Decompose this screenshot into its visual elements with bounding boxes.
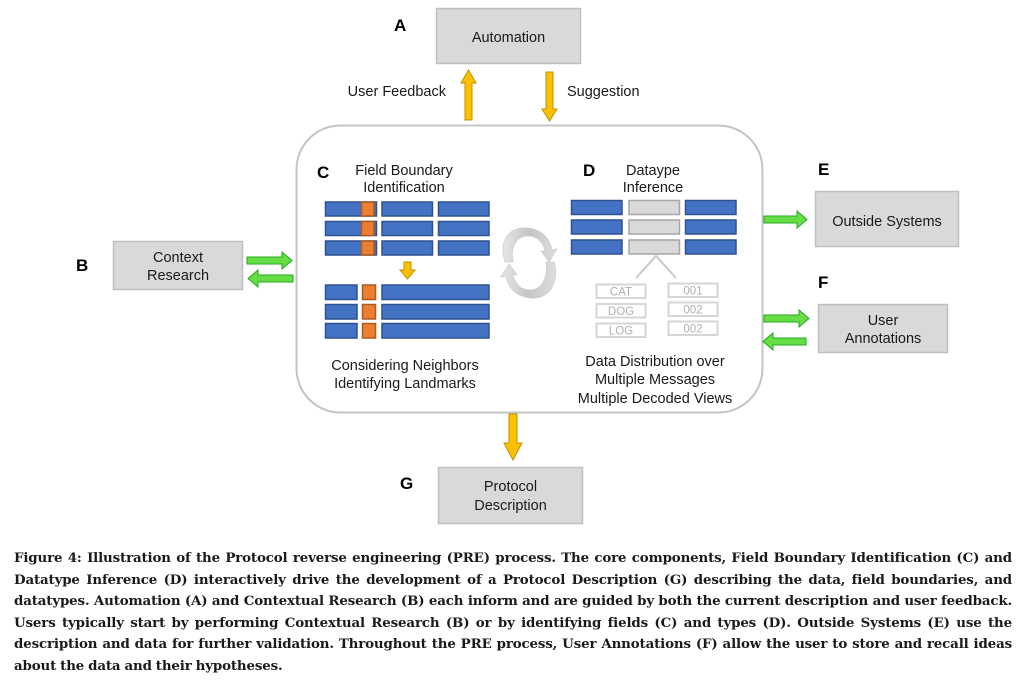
text-view-value: CAT [610, 287, 632, 299]
inferred-field-block [628, 199, 681, 216]
landmark-block [360, 240, 375, 256]
field-block [684, 239, 737, 255]
core-to-context-research-arrow [247, 268, 294, 289]
context-research-box: Context Research [112, 240, 244, 291]
node-letter-c: C [317, 163, 329, 182]
segmented-fields-grid [324, 284, 490, 339]
text-view-value: DOG [608, 306, 634, 318]
landmark-block [360, 201, 375, 217]
field-block [684, 199, 737, 216]
node-letter-e: E [818, 160, 829, 179]
number-view-value: 002 [683, 324, 702, 336]
field-block [570, 199, 623, 216]
user-feedback-arrow [460, 68, 477, 121]
user-annotations-box: User Annotations [817, 303, 949, 354]
text-view-cell [595, 322, 647, 338]
user-annotations-to-core-arrow [762, 331, 807, 352]
field-block [437, 201, 490, 217]
context-research-label-line-2: Research [147, 268, 209, 284]
core-components-container [295, 124, 764, 414]
field-block [570, 239, 623, 255]
inferred-field-block [628, 239, 681, 255]
text-view-cell [595, 283, 647, 299]
outside-systems-box: Outside Systems [814, 190, 960, 248]
number-view-value: 001 [683, 286, 702, 298]
core-to-outside-systems-arrow [763, 209, 808, 230]
suggestion-arrow [541, 71, 558, 122]
field-block [381, 303, 490, 320]
outside-systems-label: Outside Systems [832, 214, 942, 230]
field-block [381, 322, 490, 339]
automation-label: Automation [472, 30, 545, 46]
unsegmented-fields-grid [324, 201, 490, 256]
number-view-value: 002 [683, 305, 702, 317]
field-block [437, 220, 490, 237]
decoded-views-branch [635, 254, 677, 279]
landmark-block [361, 284, 377, 301]
protocol-description-label-line-2: Description [474, 498, 547, 514]
number-view-cell [667, 301, 719, 317]
field-block [381, 240, 434, 256]
field-boundary-subtitle-line-2: Identifying Landmarks [334, 376, 476, 392]
user-feedback-label: User Feedback [348, 84, 447, 100]
landmark-block [361, 303, 377, 320]
field-block [381, 220, 434, 237]
context-research-label-line-1: Context [153, 250, 203, 266]
node-letter-a: A [394, 16, 406, 35]
automation-box: Automation [435, 7, 582, 65]
field-boundary-subtitle-line-1: Considering Neighbors [331, 358, 479, 374]
node-letter-g: G [400, 474, 413, 493]
protocol-description-box: Protocol Description [437, 466, 584, 525]
node-letter-b: B [76, 256, 88, 275]
field-block [684, 219, 737, 235]
protocol-description-label-line-1: Protocol [484, 479, 537, 495]
datatype-inference-subtitle-line-2: Multiple Messages [595, 372, 715, 388]
number-view-cell [667, 282, 719, 298]
suggestion-label: Suggestion [567, 84, 640, 100]
field-boundary-title-line-2: Identification [363, 180, 444, 196]
datatype-inference-title-line-1: Dataype [626, 163, 680, 179]
figure-caption: Figure 4: Illustration of the Protocol r… [14, 550, 1012, 674]
field-block [324, 303, 358, 320]
datatype-inference-subtitle-line-3: Multiple Decoded Views [578, 391, 732, 407]
field-block [381, 284, 490, 301]
inferred-field-block [628, 219, 681, 235]
datatype-inference-subtitle-line-1: Data Distribution over [585, 354, 725, 370]
node-letter-d: D [583, 161, 595, 180]
field-block [570, 219, 623, 235]
decoded-views: CAT DOG LOG 001 002 002 [595, 282, 719, 338]
user-annotations-label-line-2: Annotations [845, 331, 922, 347]
datatype-inference-title-line-2: Inference [623, 180, 683, 196]
user-annotations-label-line-1: User [868, 313, 899, 329]
field-block [437, 240, 490, 256]
core-to-user-annotations-arrow [763, 308, 810, 329]
landmark-block [360, 220, 375, 237]
node-letter-f: F [818, 273, 828, 292]
field-block [324, 322, 358, 339]
field-block [324, 284, 358, 301]
landmark-block [361, 322, 377, 339]
text-view-value: LOG [609, 326, 633, 338]
core-to-protocol-description-arrow [503, 413, 523, 462]
datatype-fields-grid [570, 199, 737, 255]
field-boundary-title-line-1: Field Boundary [355, 163, 453, 179]
context-research-to-core-arrow [246, 250, 293, 271]
segmentation-down-arrow [398, 261, 417, 280]
field-block [381, 201, 434, 217]
text-view-cell [595, 303, 647, 319]
number-view-cell [667, 320, 719, 336]
pre-process-diagram: A Automation User Feedback Suggestion B … [76, 7, 960, 525]
refresh-cycle-icon [500, 227, 558, 299]
